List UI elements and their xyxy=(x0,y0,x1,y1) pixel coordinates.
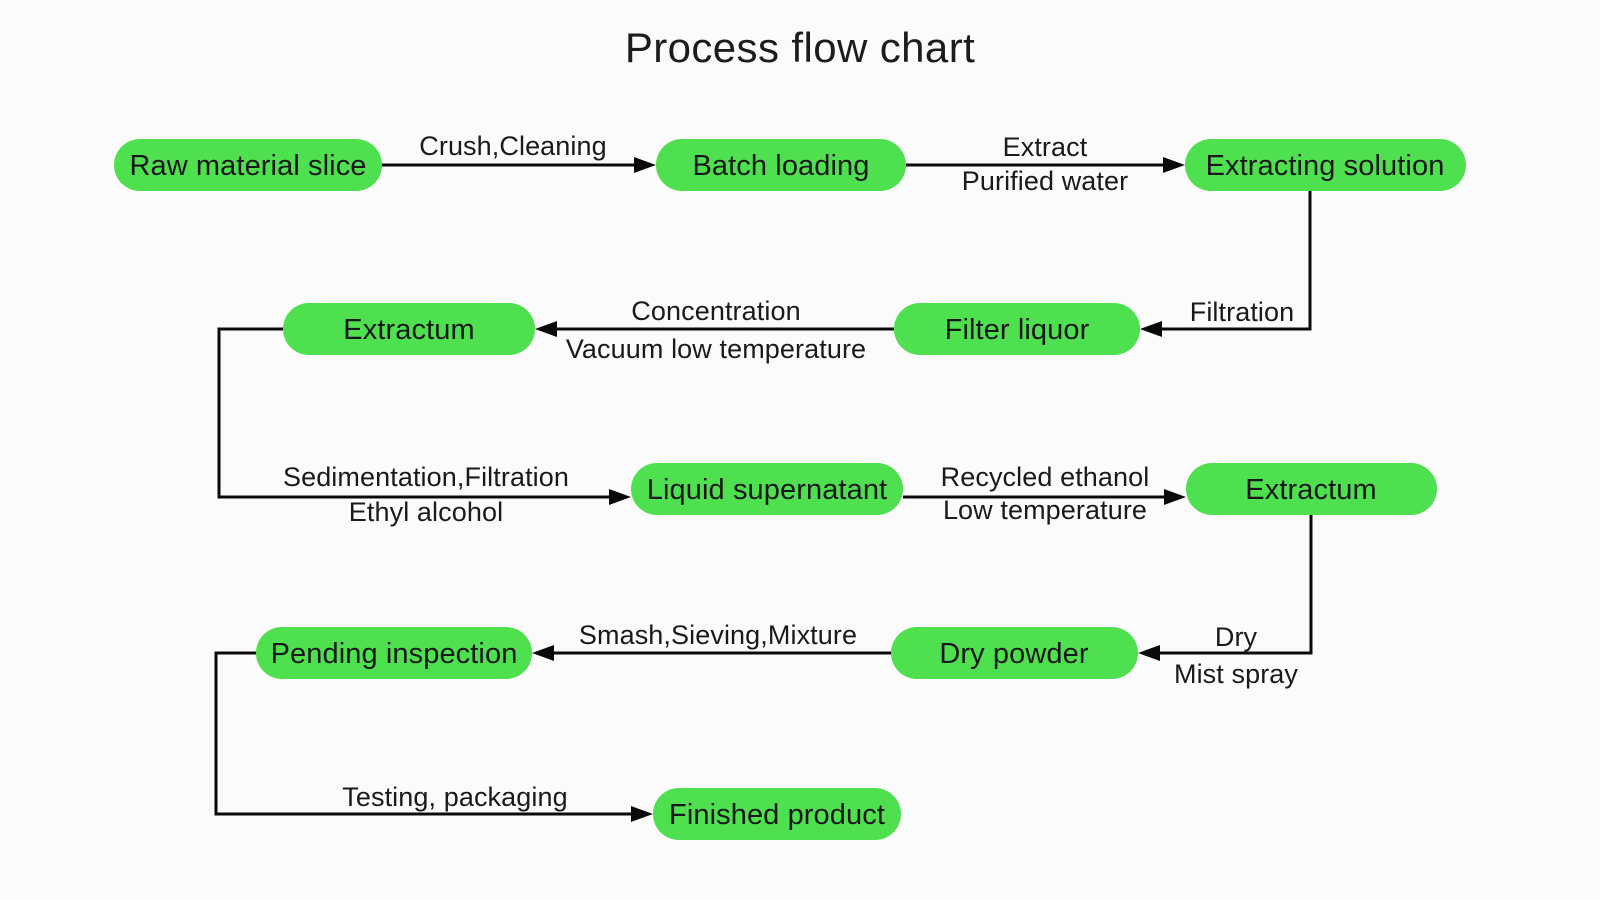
node-shape[interactable] xyxy=(631,463,903,515)
node-extractum-1[interactable]: Extractum xyxy=(283,303,535,355)
node-label: Extractum xyxy=(343,314,474,346)
arrowhead-icon xyxy=(1140,321,1162,337)
node-pending-inspection[interactable]: Pending inspection xyxy=(256,627,532,679)
edge-label-top: Extract xyxy=(1003,132,1088,162)
edge-batch-to-extracting: Extract Purified water xyxy=(906,132,1185,196)
node-extractum-2[interactable]: Extractum xyxy=(1186,463,1437,515)
edge-path xyxy=(217,327,613,499)
edge-layer: Crush,Cleaning Extract Purified water Fi… xyxy=(214,131,1313,822)
edge-label-bottom: Vacuum low temperature xyxy=(566,334,866,364)
edge-label-top: Recycled ethanol xyxy=(941,462,1150,492)
edge-extractum-to-supernatant: Sedimentation,Filtration Ethyl alcohol xyxy=(217,327,631,527)
arrowhead-icon xyxy=(1138,645,1160,661)
node-label: Extractum xyxy=(1245,474,1376,506)
node-shape[interactable] xyxy=(1186,463,1437,515)
edge-path xyxy=(1158,191,1312,331)
node-dry-powder[interactable]: Dry powder xyxy=(891,627,1138,679)
edge-drypowder-to-pending: Smash,Sieving,Mixture xyxy=(532,620,891,661)
node-finished-product[interactable]: Finished product xyxy=(653,788,901,840)
edge-label-bottom: Purified water xyxy=(962,166,1128,196)
node-label: Pending inspection xyxy=(271,638,518,670)
node-label: Raw material slice xyxy=(129,150,366,182)
edge-label-bottom: Ethyl alcohol xyxy=(349,497,503,527)
node-shape[interactable] xyxy=(114,139,382,191)
node-shape[interactable] xyxy=(891,627,1138,679)
node-liquid-supernatant[interactable]: Liquid supernatant xyxy=(631,463,903,515)
edge-pending-to-finished: Testing, packaging xyxy=(214,651,653,822)
node-filter-liquor[interactable]: Filter liquor xyxy=(894,303,1140,355)
edge-label-top: Crush,Cleaning xyxy=(419,131,607,161)
arrowhead-icon xyxy=(631,806,653,822)
node-shape[interactable] xyxy=(1185,139,1466,191)
node-label: Dry powder xyxy=(939,638,1089,670)
node-shape[interactable] xyxy=(653,788,901,840)
node-raw-material-slice[interactable]: Raw material slice xyxy=(114,139,382,191)
edge-label-top: Sedimentation,Filtration xyxy=(283,462,569,492)
node-label: Extracting solution xyxy=(1206,150,1445,182)
edge-path xyxy=(214,651,635,816)
arrowhead-icon xyxy=(532,645,554,661)
edge-raw-to-batch: Crush,Cleaning xyxy=(382,131,656,173)
node-shape[interactable] xyxy=(894,303,1140,355)
edge-extracting-to-filter: Filtration xyxy=(1140,191,1312,337)
edge-label-bottom: Low temperature xyxy=(943,495,1147,525)
arrowhead-icon xyxy=(634,157,656,173)
edge-label-top: Filtration xyxy=(1190,297,1295,327)
node-shape[interactable] xyxy=(656,139,906,191)
arrowhead-icon xyxy=(609,489,631,505)
edge-label-top: Concentration xyxy=(631,296,800,326)
node-label: Filter liquor xyxy=(945,314,1090,346)
edge-extractum2-to-drypowder: Dry Mist spray xyxy=(1138,515,1313,689)
node-label: Finished product xyxy=(669,799,885,831)
edge-label-top: Smash,Sieving,Mixture xyxy=(579,620,857,650)
node-shape[interactable] xyxy=(256,627,532,679)
edge-label-top: Dry xyxy=(1215,622,1258,652)
arrowhead-icon xyxy=(1164,489,1186,505)
page-title: Process flow chart xyxy=(625,24,975,71)
node-extracting-solution[interactable]: Extracting solution xyxy=(1185,139,1466,191)
edge-supernatant-to-extractum2: Recycled ethanol Low temperature xyxy=(903,462,1186,525)
node-label: Batch loading xyxy=(692,150,869,182)
edge-filter-to-extractum: Concentration Vacuum low temperature xyxy=(535,296,894,364)
arrowhead-icon xyxy=(535,321,557,337)
node-shape[interactable] xyxy=(283,303,535,355)
node-layer: Raw material slice Batch loading Extract… xyxy=(114,139,1466,840)
edge-label-bottom: Mist spray xyxy=(1174,659,1298,689)
arrowhead-icon xyxy=(1163,157,1185,173)
node-batch-loading[interactable]: Batch loading xyxy=(656,139,906,191)
edge-path xyxy=(1156,515,1313,655)
node-label: Liquid supernatant xyxy=(647,474,887,506)
edge-label-top: Testing, packaging xyxy=(342,782,567,812)
